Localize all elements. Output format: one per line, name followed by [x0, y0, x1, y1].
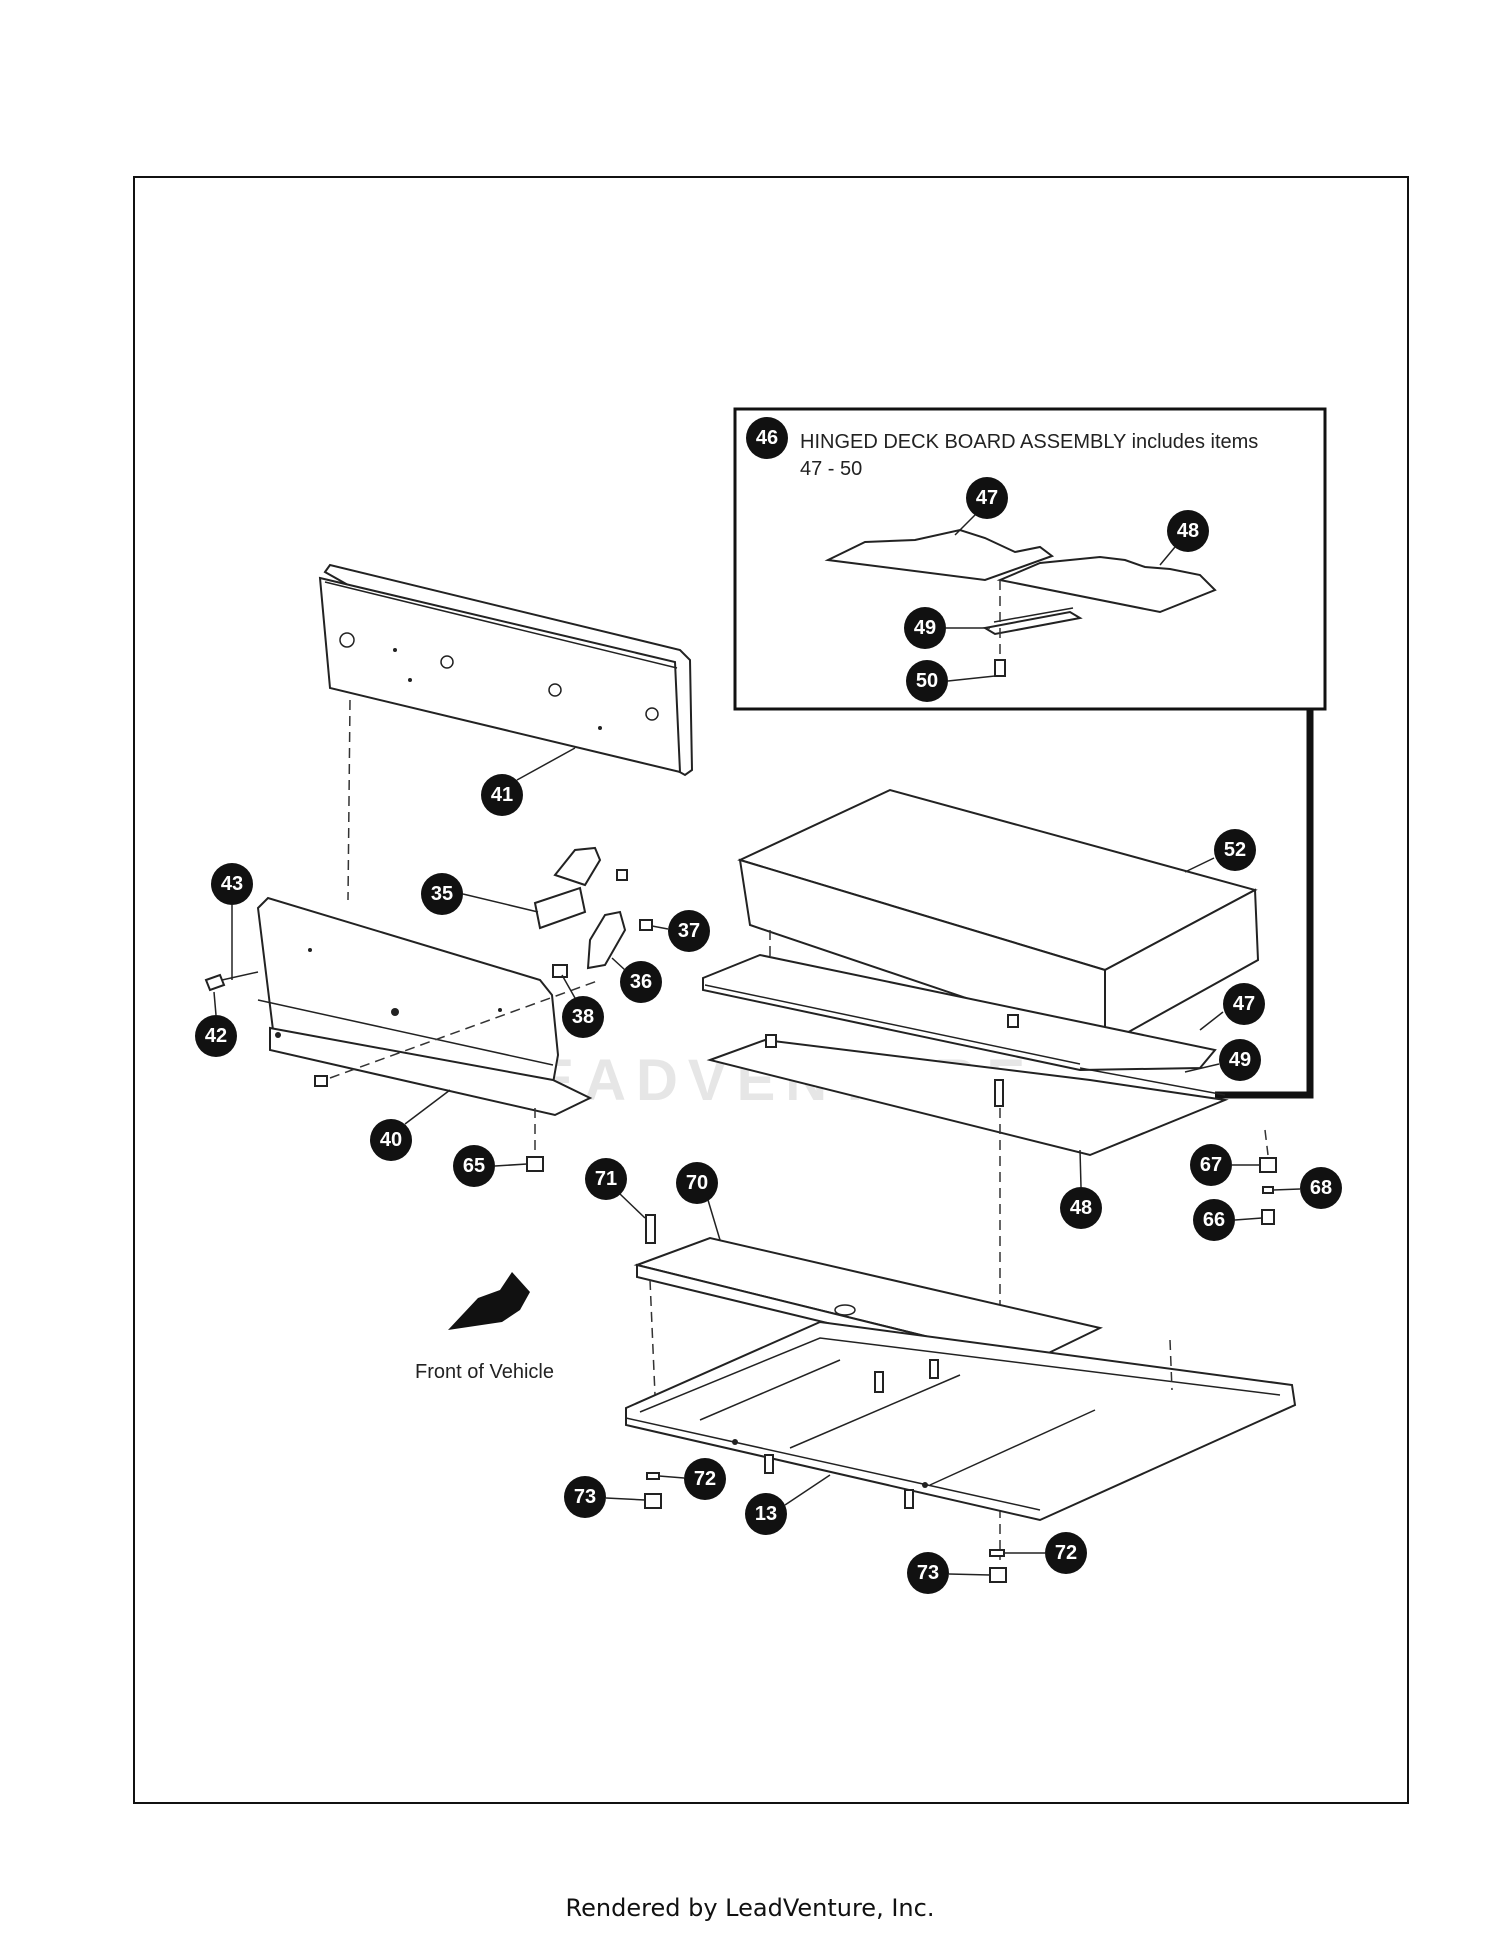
callout-35: 35 [431, 883, 453, 905]
seat-frame-13: 13 72 73 72 73 [564, 1320, 1297, 1594]
callout-43: 43 [221, 873, 243, 895]
callout-65: 65 [463, 1155, 485, 1177]
callout-49: 49 [1229, 1049, 1251, 1071]
callout-72-right: 72 [1055, 1542, 1077, 1564]
callout-47: 47 [1233, 993, 1255, 1015]
callout-50: 50 [916, 670, 938, 692]
front-of-vehicle-label: Front of Vehicle [415, 1361, 554, 1383]
callout-66: 66 [1203, 1209, 1225, 1231]
callout-48-inset: 48 [1177, 520, 1199, 542]
callout-40: 40 [380, 1129, 402, 1151]
diagram-frame [133, 176, 1409, 1804]
callout-73-left: 73 [574, 1486, 596, 1508]
callout-49-inset: 49 [914, 617, 936, 639]
footer-credit: Rendered by LeadVenture, Inc. [565, 1894, 935, 1922]
callout-68: 68 [1310, 1177, 1332, 1199]
callout-47-inset: 47 [976, 487, 998, 509]
callout-37: 37 [678, 920, 700, 942]
callout-36: 36 [630, 971, 652, 993]
inset-title-line2: 47 - 50 [800, 458, 862, 480]
callout-72-left: 72 [694, 1468, 716, 1490]
callout-46: 46 [756, 427, 778, 449]
callout-41: 41 [491, 784, 513, 806]
latch-hardware: 35 37 36 38 [421, 846, 710, 1038]
callout-48: 48 [1070, 1197, 1092, 1219]
callout-42: 42 [205, 1025, 227, 1047]
callout-71: 71 [595, 1168, 617, 1190]
callout-13: 13 [755, 1503, 777, 1525]
callout-52: 52 [1224, 839, 1246, 861]
callout-73-right: 73 [917, 1562, 939, 1584]
fasteners-66-68: 67 68 66 [1190, 1144, 1342, 1241]
callout-67: 67 [1200, 1154, 1222, 1176]
callout-38: 38 [572, 1006, 594, 1028]
inset-hinged-deck-board: 46 HINGED DECK BOARD ASSEMBLY includes i… [733, 407, 1327, 1099]
seat-side-panel-40: 40 43 42 65 [195, 863, 601, 1187]
callout-70: 70 [686, 1172, 708, 1194]
inset-title-line1: HINGED DECK BOARD ASSEMBLY includes item… [800, 431, 1258, 453]
backrest-41: 41 [318, 563, 694, 901]
front-direction-indicator: Front of Vehicle [415, 1272, 554, 1383]
